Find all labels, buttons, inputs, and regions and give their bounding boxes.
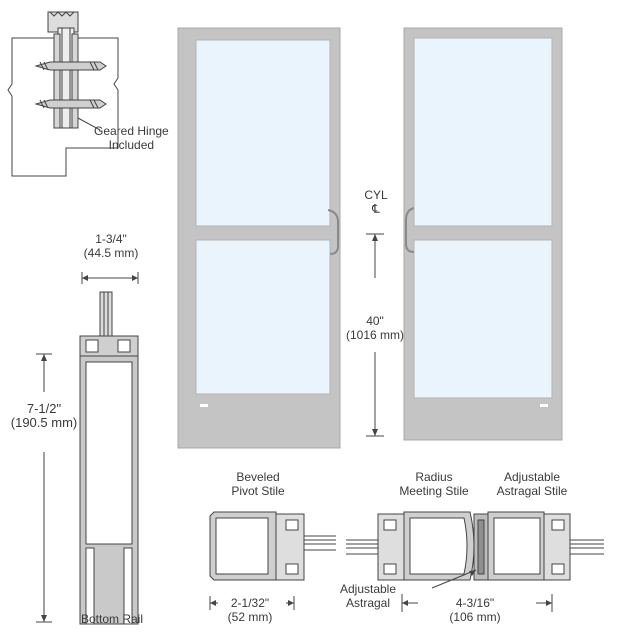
meeting-width-imperial: 4-3/16" (455, 596, 495, 610)
beveled-pivot-stile-caption: Beveled Pivot Stile (218, 470, 298, 498)
rail-height-imperial: 7-1/2" (26, 401, 62, 416)
adjustable-astragal-stile-caption: Adjustable Astragal Stile (482, 470, 582, 498)
door-height-metric: (1016 mm) (345, 328, 404, 342)
cyl-label: CYL ℄ (356, 188, 396, 216)
meeting-width-metric: (106 mm) (449, 610, 501, 624)
beveled-line2: Pivot Stile (231, 484, 285, 498)
hinge-caption-line2: Included (108, 138, 155, 152)
rail-width-metric: (44.5 mm) (83, 246, 139, 260)
bottom-rail-caption: Bottom Rail (80, 612, 144, 626)
door-height-dimension (366, 233, 384, 437)
rail-width-imperial: 1-3/4" (95, 232, 127, 246)
meeting-astragal-stile-section (346, 511, 604, 589)
adjustable-line1: Adjustable (503, 470, 561, 484)
door-height-label: 40" (1016 mm) (340, 314, 410, 342)
rail-height-metric: (190.5 mm) (10, 415, 78, 430)
right-door (403, 27, 563, 441)
centerline-symbol: ℄ (372, 202, 380, 216)
astragal-line1: Adjustable (339, 582, 397, 596)
geared-hinge-detail (7, 11, 119, 177)
hinge-caption: Geared Hinge Included (94, 124, 169, 152)
rail-width-label: 1-3/4" (44.5 mm) (76, 232, 146, 260)
radius-meeting-stile-caption: Radius Meeting Stile (384, 470, 484, 498)
meeting-stile-dimension (401, 594, 553, 612)
bottom-rail-section (79, 291, 139, 625)
pivot-width-imperial: 2-1/32" (230, 596, 270, 610)
bottom-rail-dimensions (36, 272, 139, 623)
cyl-text: CYL (364, 188, 388, 202)
door-height-imperial: 40" (366, 314, 384, 328)
adjustable-astragal-caption: Adjustable Astragal (330, 582, 406, 610)
beveled-pivot-stile-section (209, 511, 336, 581)
pivot-stile-width-label: 2-1/32" (52 mm) (218, 596, 282, 624)
left-door (177, 27, 341, 449)
radius-line2: Meeting Stile (399, 484, 469, 498)
adjustable-line2: Astragal Stile (496, 484, 568, 498)
beveled-line1: Beveled (236, 470, 280, 484)
rail-height-label: 7-1/2" (190.5 mm) (4, 402, 84, 430)
astragal-line2: Astragal (345, 596, 391, 610)
pivot-stile-dimension (209, 596, 295, 610)
radius-line1: Radius (415, 470, 453, 484)
hinge-caption-line1: Geared Hinge (94, 124, 169, 138)
meeting-stile-width-label: 4-3/16" (106 mm) (440, 596, 510, 624)
pivot-width-metric: (52 mm) (227, 610, 273, 624)
